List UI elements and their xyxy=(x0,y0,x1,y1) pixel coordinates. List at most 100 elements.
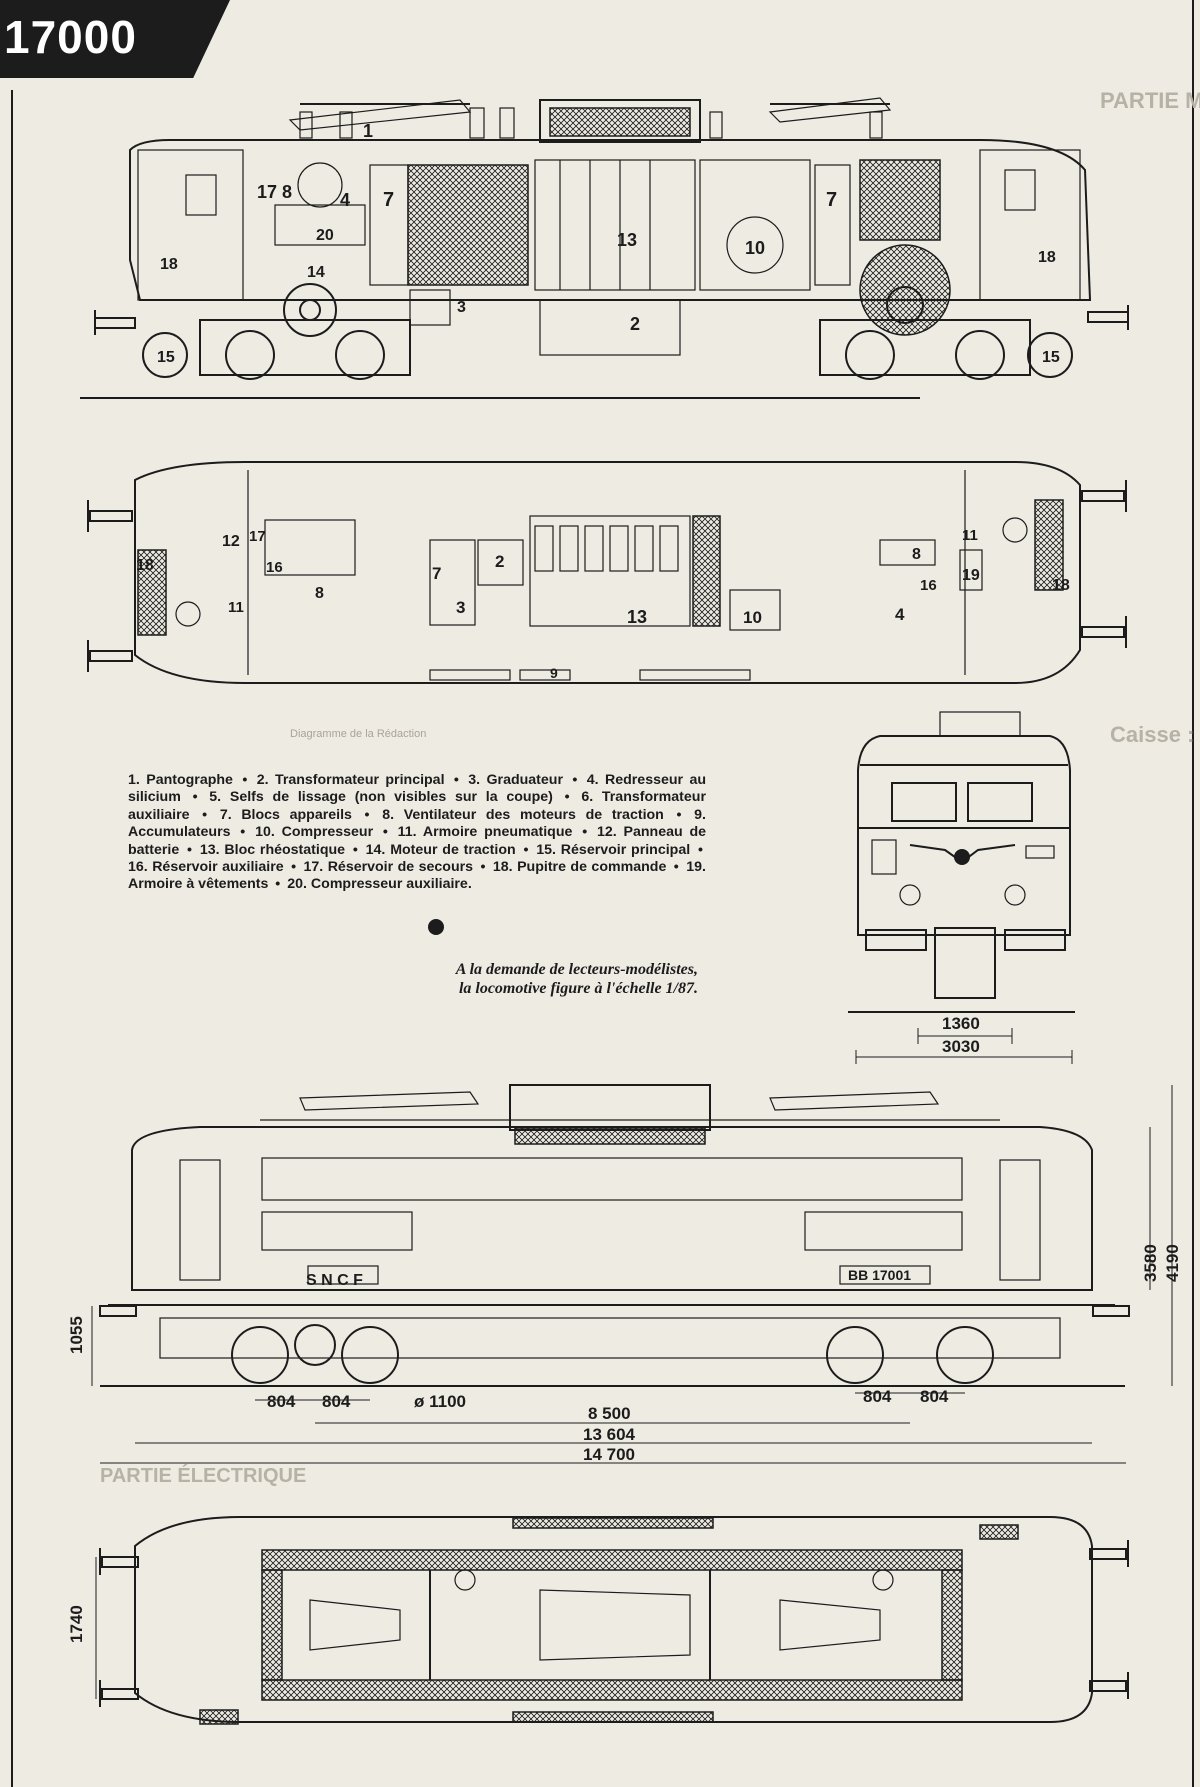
plan-callout-12: 12 xyxy=(222,533,240,550)
legend-item-number: 12. xyxy=(596,824,617,841)
dim-height-4190: 4190 xyxy=(1163,1244,1182,1282)
legend-item-text: Pupitre de commande xyxy=(517,859,667,876)
legend-item-text: Blocs appareils xyxy=(241,806,352,823)
legend-separator: • xyxy=(183,789,207,806)
legend-item-text: Redresseur au silicium xyxy=(128,772,706,806)
legend-item-number: 9. xyxy=(694,806,706,823)
legend-item-number: 16. xyxy=(128,859,148,876)
dim-length-14700: 14 700 xyxy=(583,1445,635,1464)
legend-item: 2. Transformateur principal xyxy=(257,772,445,788)
caption: A la demande de lecteurs-modélistes, la … xyxy=(258,960,698,998)
side-callout-7b: 7 xyxy=(826,189,837,211)
plan-callout-13: 13 xyxy=(627,607,647,627)
legend-separator: • xyxy=(286,859,301,876)
legend-item: 4. Redresseur au silicium xyxy=(128,772,706,805)
side-callout-3: 3 xyxy=(457,299,466,316)
legend-separator: • xyxy=(555,789,579,806)
exterior-side-view xyxy=(99,1084,1130,1387)
legend-item-number: 1. xyxy=(128,772,140,788)
legend-separator: • xyxy=(233,824,253,841)
bullet-dot xyxy=(428,919,444,935)
legend-item-text: Armoire à vêtements xyxy=(128,876,269,893)
plan-callout-4: 4 xyxy=(895,605,905,624)
legend-item-text: Compresseur xyxy=(281,824,374,841)
legend-item-text: Transformateur auxiliaire xyxy=(128,789,706,823)
ghost-heading-electrique: PARTIE ÉLECTRIQUE xyxy=(100,1464,306,1487)
bogie-left xyxy=(199,283,411,380)
legend-item: 20. Compresseur auxiliaire. xyxy=(287,876,472,892)
marking-number: BB 17001 xyxy=(848,1267,911,1283)
front-dimensions: 1360 3030 xyxy=(855,1014,1073,1064)
plan-callout-11a: 11 xyxy=(228,599,244,616)
legend-item-text: Armoire pneumatique xyxy=(422,824,573,841)
legend-item-text: Bloc rhéostatique xyxy=(224,841,346,858)
plan-callout-10: 10 xyxy=(743,608,762,627)
legend-item-number: 19. xyxy=(686,859,706,876)
legend-item-text: Pantographe xyxy=(146,772,233,788)
legend-item-text: Ventilateur des moteurs de traction xyxy=(403,806,664,823)
page-badge: 17000 xyxy=(0,0,230,78)
legend-separator: • xyxy=(669,859,684,876)
legend-item-text: Graduateur xyxy=(486,772,563,788)
legend-separator: • xyxy=(518,841,534,858)
side-callout-18b: 18 xyxy=(1038,249,1056,266)
legend-item-number: 10. xyxy=(255,824,275,841)
side-callout-13: 13 xyxy=(617,230,637,250)
legend-item: 9. Accumulateurs xyxy=(128,807,706,840)
legend-item-number: 5. xyxy=(209,789,222,806)
legend-item-text: Selfs de lissage (non visibles sur la co… xyxy=(229,789,553,806)
legend-separator: • xyxy=(271,876,285,893)
side-callout-1: 1 xyxy=(363,121,373,141)
legend: 1. Pantographe • 2. Transformateur princ… xyxy=(128,772,706,894)
legend-item: 1. Pantographe xyxy=(128,772,233,788)
dim-height-3580: 3580 xyxy=(1141,1244,1160,1282)
legend-item-number: 18. xyxy=(492,859,513,876)
legend-separator: • xyxy=(348,841,363,858)
legend-item: 3. Graduateur xyxy=(468,772,563,788)
legend-separator: • xyxy=(235,772,254,788)
legend-item-text: Réservoir principal xyxy=(560,841,691,858)
legend-item-text: Compresseur auxiliaire. xyxy=(310,876,472,893)
legend-item: 10. Compresseur xyxy=(255,824,373,840)
legend-item-text: Moteur de traction xyxy=(390,841,516,858)
legend-item-number: 6. xyxy=(581,789,594,806)
front-view xyxy=(848,711,1075,1013)
side-callout-14: 14 xyxy=(307,264,325,281)
dim-left-804a: 804 xyxy=(267,1392,296,1411)
side-callout-7a: 7 xyxy=(383,189,394,211)
legend-separator: • xyxy=(666,806,692,823)
legend-item-number: 20. xyxy=(287,876,307,893)
legend-item-text: Panneau de batterie xyxy=(128,824,707,858)
side-callout-17: 17 xyxy=(257,182,277,202)
dim-wheel-1100: ø 1100 xyxy=(414,1392,466,1411)
legend-item-text: Réservoir de secours xyxy=(327,859,474,876)
plan-callout-17: 17 xyxy=(249,528,266,545)
legend-item-text: Transformateur principal xyxy=(274,772,445,788)
legend-item-number: 2. xyxy=(256,772,269,788)
plan-callout-16a: 16 xyxy=(266,559,283,576)
side-callout-15a: 15 xyxy=(157,349,175,366)
legend-separator: • xyxy=(693,841,703,858)
side-callout-18a: 18 xyxy=(160,256,178,273)
legend-item-number: 13. xyxy=(199,841,220,858)
dim-length-13604: 13 604 xyxy=(583,1425,636,1444)
legend-item-number: 4. xyxy=(586,772,599,788)
legend-separator: • xyxy=(192,806,217,823)
legend-item-number: 14. xyxy=(365,841,386,858)
ghost-heading-partie: PARTIE MÉCANIQUE xyxy=(1100,88,1200,113)
exterior-dimensions: 3580 4190 1055 804 804 ø 1100 804 804 8 … xyxy=(67,1085,1182,1464)
legend-item: 7. Blocs appareils xyxy=(220,807,352,823)
legend-item-number: 3. xyxy=(468,772,481,788)
badge-text: 17000 xyxy=(4,11,137,63)
side-callouts: 1 17 8 4 7 20 13 10 7 18 18 14 3 2 15 15 xyxy=(157,121,1060,366)
underframe-plan xyxy=(95,1516,1129,1725)
dim-right-804b: 804 xyxy=(920,1387,949,1406)
drawing-credit: Diagramme de la Rédaction xyxy=(290,728,427,740)
side-section-view xyxy=(80,97,1129,399)
plan-callout-16b: 16 xyxy=(920,577,937,594)
legend-item-number: 8. xyxy=(382,806,395,823)
plan-callout-8a: 8 xyxy=(315,585,324,602)
exterior-markings: S N C F BB 17001 xyxy=(306,1267,911,1289)
plan-callout-9: 9 xyxy=(550,665,558,681)
